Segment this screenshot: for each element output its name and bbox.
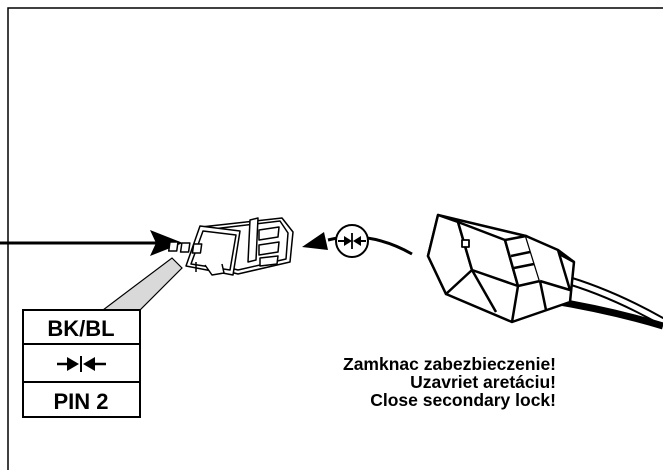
wire-color-code: BK/BL xyxy=(47,316,114,341)
callout-leader xyxy=(101,257,183,311)
page-frame xyxy=(7,7,663,470)
wire-label-box: BK/BL PIN 2 xyxy=(22,309,141,418)
male-connector xyxy=(426,213,576,324)
instruction-slovak: Uzavriet aretáciu! xyxy=(410,372,556,392)
connect-arrows-icon xyxy=(57,356,106,372)
connect-symbol-icon xyxy=(335,224,369,258)
insert-arrow xyxy=(0,230,183,256)
instruction-polish: Zamknac zabezbieczenie! xyxy=(343,354,556,374)
female-connector xyxy=(167,217,294,276)
instruction-english: Close secondary lock! xyxy=(370,390,556,410)
pin-number: PIN 2 xyxy=(53,389,108,414)
secondary-lock-instructions: Zamknac zabezbieczenie! Uzavriet aretáci… xyxy=(343,354,556,410)
